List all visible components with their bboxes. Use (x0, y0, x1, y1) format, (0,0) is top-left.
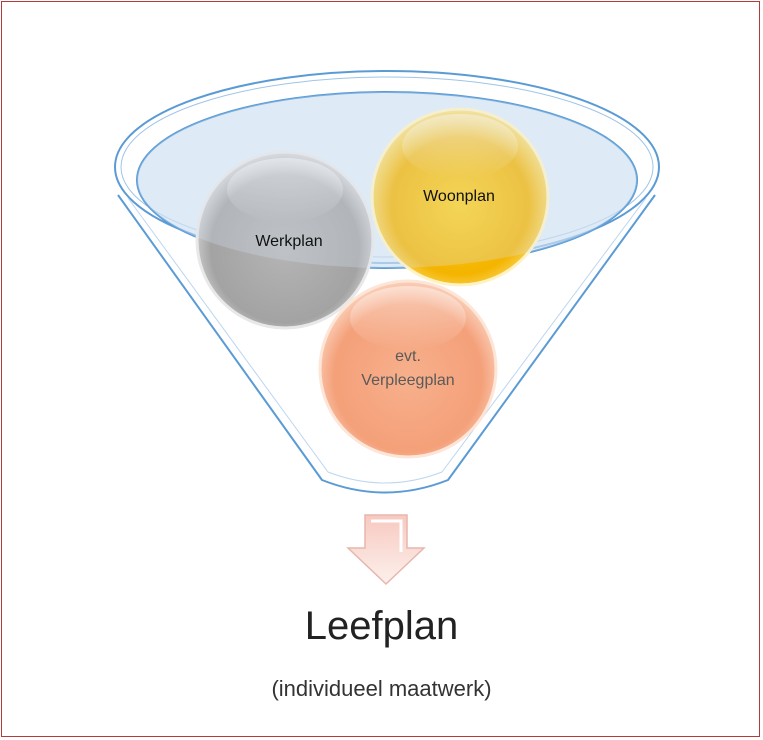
verpleegplan-circle (318, 279, 498, 459)
down-arrow-icon (346, 514, 426, 586)
result-title: Leefplan (304, 604, 459, 648)
verpleegplan-label-line1: evt. (395, 348, 421, 365)
woonplan-label: Woonplan (423, 188, 495, 205)
result-subtitle: (individueel maatwerk) (271, 676, 492, 701)
woonplan-circle (370, 107, 550, 287)
funnel-body (117, 194, 656, 494)
verpleegplan-label-line2: Verpleegplan (361, 372, 454, 389)
werkplan-label: Werkplan (255, 233, 322, 250)
werkplan-circle (195, 150, 375, 330)
